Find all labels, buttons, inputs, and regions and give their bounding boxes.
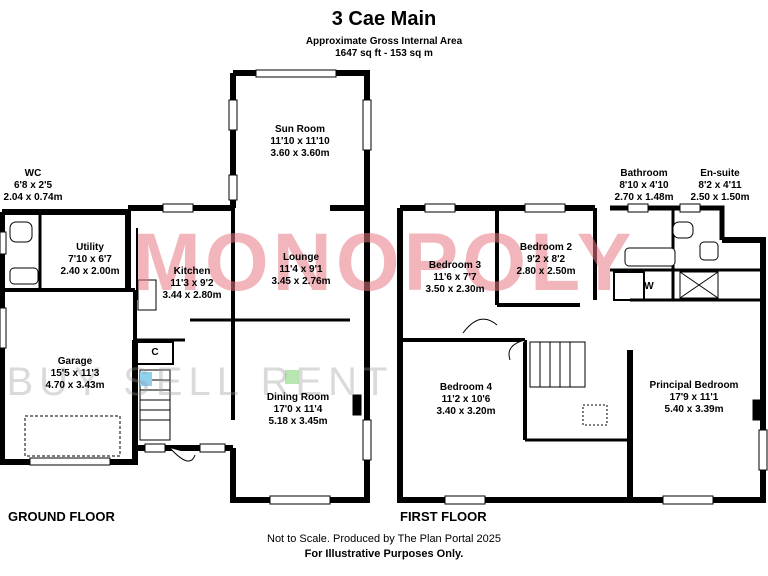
room-name: WC <box>24 168 42 179</box>
room-metric: 2.40 x 2.00m <box>60 266 120 277</box>
room-metric: 4.70 x 3.43m <box>45 380 105 391</box>
room-imperial: 11'4 x 9'1 <box>279 264 323 275</box>
room-imperial: 11'2 x 10'6 <box>441 394 491 405</box>
room-metric: 2.04 x 0.74m <box>3 192 63 203</box>
room-name: Sun Room <box>274 124 325 135</box>
room-label-garage: Garage 15'5 x 11'3 4.70 x 3.43m <box>46 356 105 392</box>
room-name: Garage <box>57 356 93 367</box>
room-imperial: 11'10 x 11'10 <box>270 136 330 147</box>
room-metric: 3.50 x 2.30m <box>425 284 485 295</box>
room-imperial: 8'2 x 4'11 <box>698 180 742 191</box>
plan-area: 1647 sq ft - 153 sq m <box>335 48 433 59</box>
room-label-lounge: Lounge 11'4 x 9'1 3.45 x 2.76m <box>272 252 331 288</box>
ground-floor-label: GROUND FLOOR <box>8 509 115 524</box>
watermark-tagline: BUY SELL RENT <box>6 360 393 404</box>
room-label-wardrobe: W <box>644 281 654 292</box>
room-label-dining-room: Dining Room 17'0 x 11'4 5.18 x 3.45m <box>267 392 329 428</box>
room-label-bathroom: Bathroom 8'10 x 4'10 2.70 x 1.48m <box>615 168 674 204</box>
room-label-principal-bedroom: Principal Bedroom 17'9 x 11'1 5.40 x 3.3… <box>650 380 739 416</box>
room-metric: 3.45 x 2.76m <box>271 276 331 287</box>
room-name: Kitchen <box>173 266 211 277</box>
room-name: Lounge <box>282 252 320 263</box>
room-name: Bedroom 3 <box>428 260 482 271</box>
watermark: MONOPOLY BUY SELL RENT <box>6 217 636 404</box>
room-label-wc: WC 6'8 x 2'5 2.04 x 0.74m <box>4 168 63 204</box>
room-imperial: 8'10 x 4'10 <box>619 180 669 191</box>
room-imperial: 7'10 x 6'7 <box>68 254 112 265</box>
room-name: Bedroom 2 <box>519 242 573 253</box>
watermark-brand: MONOPOLY <box>133 217 636 308</box>
room-label-kitchen: Kitchen 11'3 x 9'2 3.44 x 2.80m <box>163 266 222 302</box>
room-name: Utility <box>76 242 104 253</box>
footer-note: For Illustrative Purposes Only. <box>304 548 464 560</box>
room-metric: 3.60 x 3.60m <box>270 148 330 159</box>
room-imperial: 11'3 x 9'2 <box>170 278 214 289</box>
room-name: Dining Room <box>266 392 330 403</box>
room-label-sun-room: Sun Room 11'10 x 11'10 3.60 x 3.60m <box>270 124 329 160</box>
room-name: En-suite <box>700 168 740 179</box>
first-floor-fixtures <box>462 221 762 421</box>
plan-title: 3 Cae Main <box>331 8 437 30</box>
ground-floor-fixtures <box>9 221 362 462</box>
room-label-utility: Utility 7'10 x 6'7 2.40 x 2.00m <box>61 242 120 278</box>
first-floor-windows <box>424 203 768 505</box>
room-metric: 3.40 x 3.20m <box>436 406 496 417</box>
room-label-bedroom-3: Bedroom 3 11'6 x 7'7 3.50 x 2.30m <box>426 260 485 296</box>
footer-disclaimer: Not to Scale. Produced by The Plan Porta… <box>267 533 501 545</box>
room-name: Bathroom <box>620 168 668 179</box>
room-imperial: 6'8 x 2'5 <box>13 180 53 191</box>
ground-floor-windows <box>0 69 372 505</box>
plan-subtitle: Approximate Gross Internal Area <box>305 36 463 47</box>
room-metric: 2.50 x 1.50m <box>690 192 750 203</box>
first-floor-label: FIRST FLOOR <box>400 509 487 524</box>
room-imperial: 17'9 x 11'1 <box>669 392 719 403</box>
room-metric: 3.44 x 2.80m <box>162 290 222 301</box>
room-imperial: 9'2 x 8'2 <box>526 254 566 265</box>
room-label-ensuite: En-suite 8'2 x 4'11 2.50 x 1.50m <box>691 168 750 204</box>
room-metric: 5.18 x 3.45m <box>268 416 328 427</box>
room-metric: 2.70 x 1.48m <box>614 192 674 203</box>
room-label-cupboard: C <box>151 347 159 358</box>
room-imperial: 15'5 x 11'3 <box>50 368 100 379</box>
room-label-bedroom-4: Bedroom 4 11'2 x 10'6 3.40 x 3.20m <box>437 382 496 418</box>
room-metric: 2.80 x 2.50m <box>516 266 576 277</box>
room-imperial: 17'0 x 11'4 <box>273 404 323 415</box>
room-imperial: 11'6 x 7'7 <box>433 272 477 283</box>
room-label-bedroom-2: Bedroom 2 9'2 x 8'2 2.80 x 2.50m <box>517 242 576 278</box>
room-metric: 5.40 x 3.39m <box>664 404 724 415</box>
room-name: Bedroom 4 <box>439 382 493 393</box>
room-name: Principal Bedroom <box>649 380 739 391</box>
